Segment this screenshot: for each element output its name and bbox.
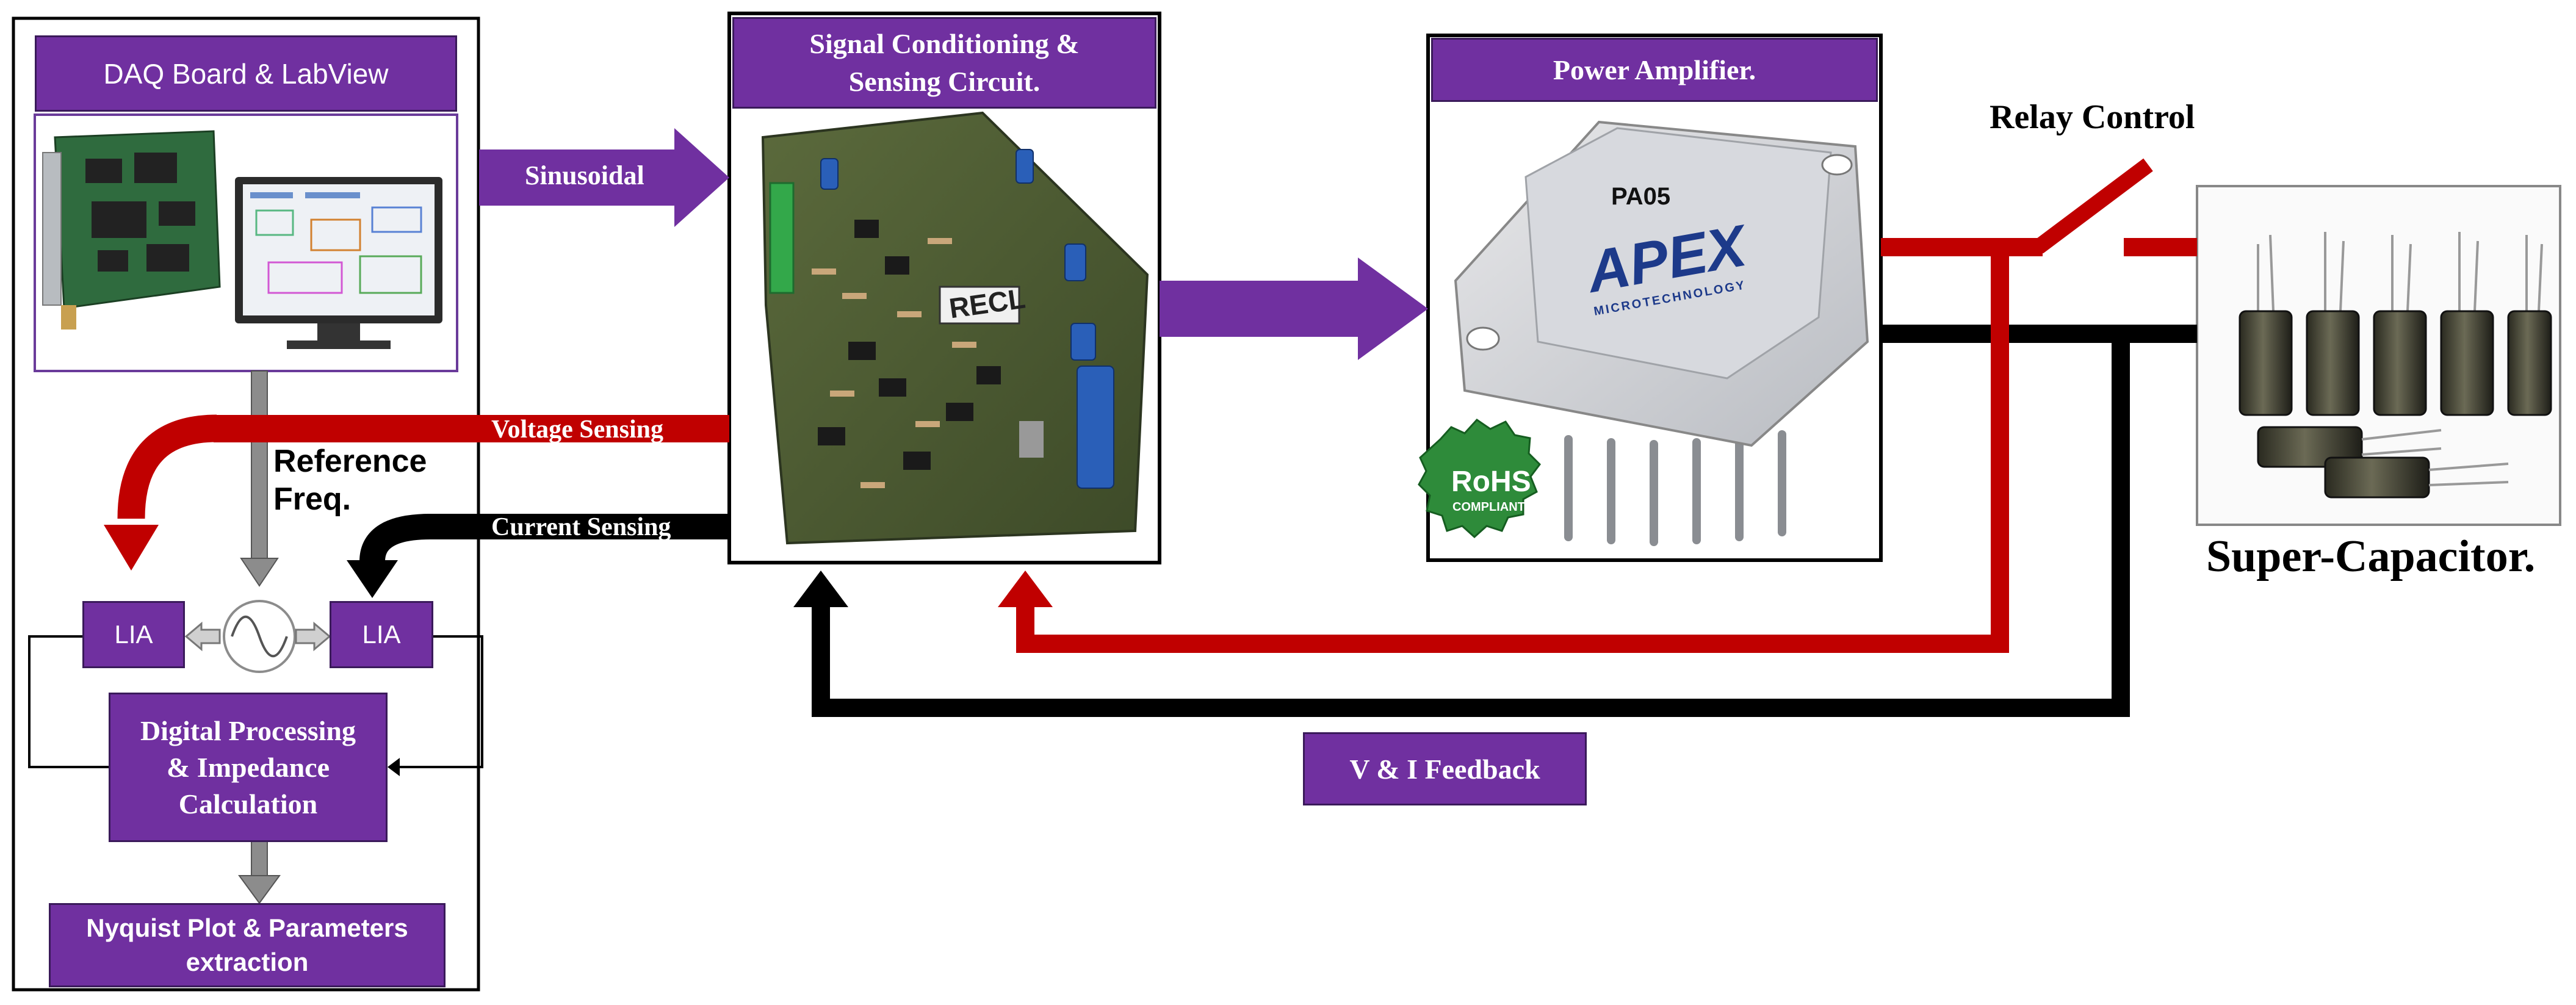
supercap-image [2239,232,2552,499]
supercap-label: Super-Capacitor. [2206,531,2536,582]
processing-right-arrowhead [388,758,400,776]
daq-title-box: DAQ Board & LabView [35,35,457,112]
daq-panel-frame [12,16,480,992]
oscillator-to-lia-arrows [184,621,331,652]
rohs-label: RoHS [1451,466,1531,498]
vi-feedback-label: V & I Feedback [1349,753,1540,785]
nyquist-box: Nyquist Plot & Parameters extraction [49,903,446,987]
vi-feedback-box: V & I Feedback [1303,732,1587,805]
sinusoidal-arrow [479,128,729,227]
current-sensing-label: Current Sensing [491,513,671,541]
current-sensing-arrow [347,514,729,598]
digital-processing-box: Digital Processing & Impedance Calculati… [109,693,388,842]
apex-chip-image [1454,120,1869,546]
pcb-image [761,111,1149,545]
conditioning-to-amplifier-arrow [1160,258,1428,360]
rohs-sub: COMPLIANT [1452,500,1525,514]
power-amplifier-title: Power Amplifier. [1553,54,1756,85]
power-amplifier-title-box: Power Amplifier. [1431,38,1878,102]
power-amplifier-frame [1426,34,1883,562]
lia-left-box: LIA [82,601,185,668]
lia-left-label: LIA [114,620,153,649]
lia-to-processing-lines [28,635,483,768]
rohs-badge [1418,419,1541,539]
voltage-sensing-label: Voltage Sensing [491,416,664,444]
signal-conditioning-title-box: Signal Conditioning & Sensing Circuit. [732,17,1156,109]
oscillator-icon [223,600,296,673]
reference-freq-arrow [240,370,279,587]
relay-control-label: Relay Control [1990,98,2195,136]
processing-to-nyquist-arrow [238,840,281,904]
chip-model: PA05 [1611,183,1671,210]
sinusoidal-label: Sinusoidal [525,160,644,190]
lia-right-box: LIA [330,601,433,668]
lia-right-label: LIA [362,620,401,649]
relay-wiring [1881,158,2197,256]
monitor-image [235,177,442,349]
amp-to-supercap-black [1881,325,2197,343]
reference-freq-label: Reference Freq. [273,444,427,517]
voltage-sensing-arrow [104,414,729,571]
signal-conditioning-title: Signal Conditioning & Sensing Circuit. [809,28,1080,97]
current-feedback-loop [793,333,2130,717]
digital-processing-label: Digital Processing & Impedance Calculati… [140,715,356,819]
voltage-feedback-loop [998,247,2009,653]
daq-title: DAQ Board & LabView [103,57,389,90]
daq-board-image [42,130,221,330]
nyquist-label: Nyquist Plot & Parameters extraction [86,913,408,976]
